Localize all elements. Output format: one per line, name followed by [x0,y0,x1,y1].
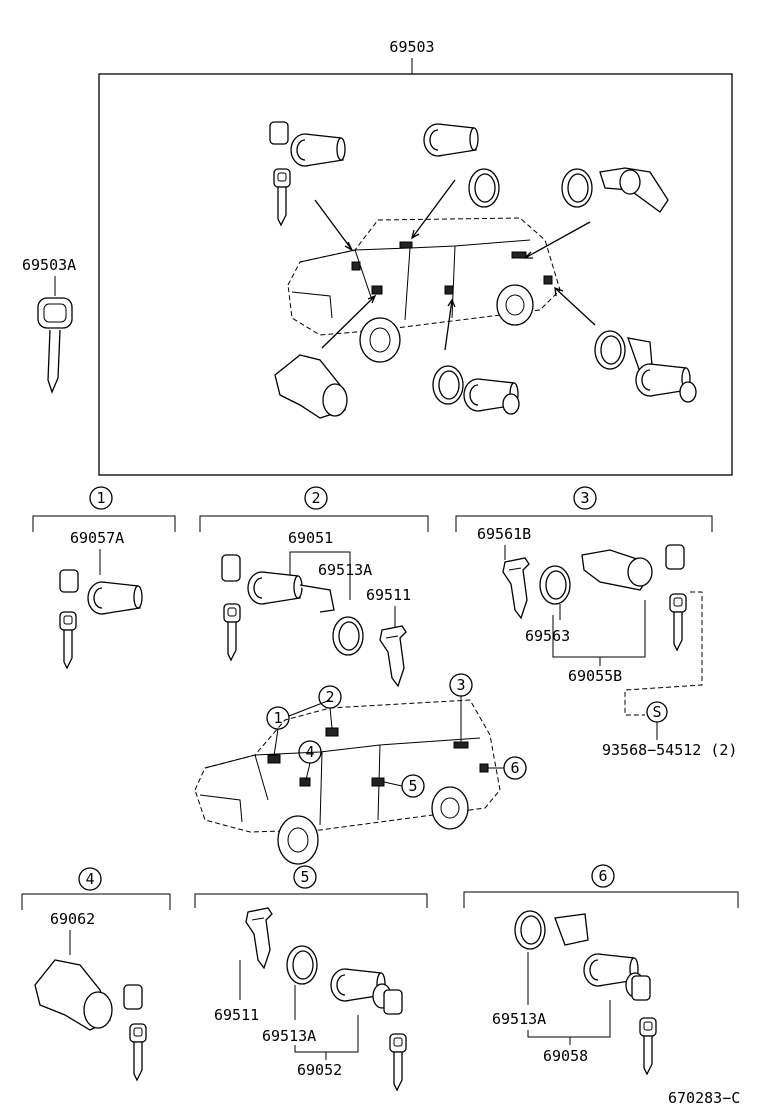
vehicle-overview-center: 1 2 3 4 5 6 [194,673,527,865]
section-5: 5 69511 69513A 69052 [194,865,428,1091]
label-69513A-sec2: 69513A [318,561,372,579]
callout-4: 4 [85,870,94,888]
label-69511-sec5: 69511 [214,1006,259,1024]
section-1: 1 69057A [32,486,176,669]
label-69561B: 69561B [477,525,531,543]
car-callout-2: 2 [325,688,334,706]
top-parts [269,121,697,419]
label-69503A: 69503A [22,256,76,274]
callout-5: 5 [300,868,309,886]
vehicle-overview-top [287,217,561,363]
set-box [98,73,733,476]
set-69503: 69503 [98,38,733,476]
callout-6: 6 [598,867,607,885]
car-callout-3: 3 [456,676,465,694]
section-2: 2 69051 69513A 69511 [199,486,429,687]
section-3: 3 69561B 69563 69055B S 93568−54512 (2) [455,486,737,759]
label-69511-sec2: 69511 [366,586,411,604]
label-69503: 69503 [389,38,434,56]
car-callout-1: 1 [273,709,282,727]
section-6: 6 69513A 69058 [463,864,739,1075]
callout-1: 1 [96,489,105,507]
label-69052: 69052 [297,1061,342,1079]
label-69057A: 69057A [70,529,124,547]
document-code: 670283−C [668,1089,740,1107]
section-4: 4 69062 [21,867,171,1081]
callout-1-circle [89,486,113,510]
car-callout-4: 4 [305,743,314,761]
label-69058: 69058 [543,1047,588,1065]
label-69513A-sec5: 69513A [262,1027,316,1045]
car-callout-6: 6 [510,759,519,777]
pointer-arrows-top [314,179,596,351]
car-callout-5: 5 [408,777,417,795]
screw-mark-S: S [652,703,661,721]
callout-3: 3 [580,489,589,507]
label-69055B: 69055B [568,667,622,685]
label-69563: 69563 [525,627,570,645]
callout-2: 2 [311,489,320,507]
label-69513A-sec6: 69513A [492,1010,546,1028]
label-93568-54512: 93568−54512 (2) [602,741,737,759]
label-69062: 69062 [50,910,95,928]
key-blank-69503A: 69503A [22,256,76,394]
label-69051: 69051 [288,529,333,547]
